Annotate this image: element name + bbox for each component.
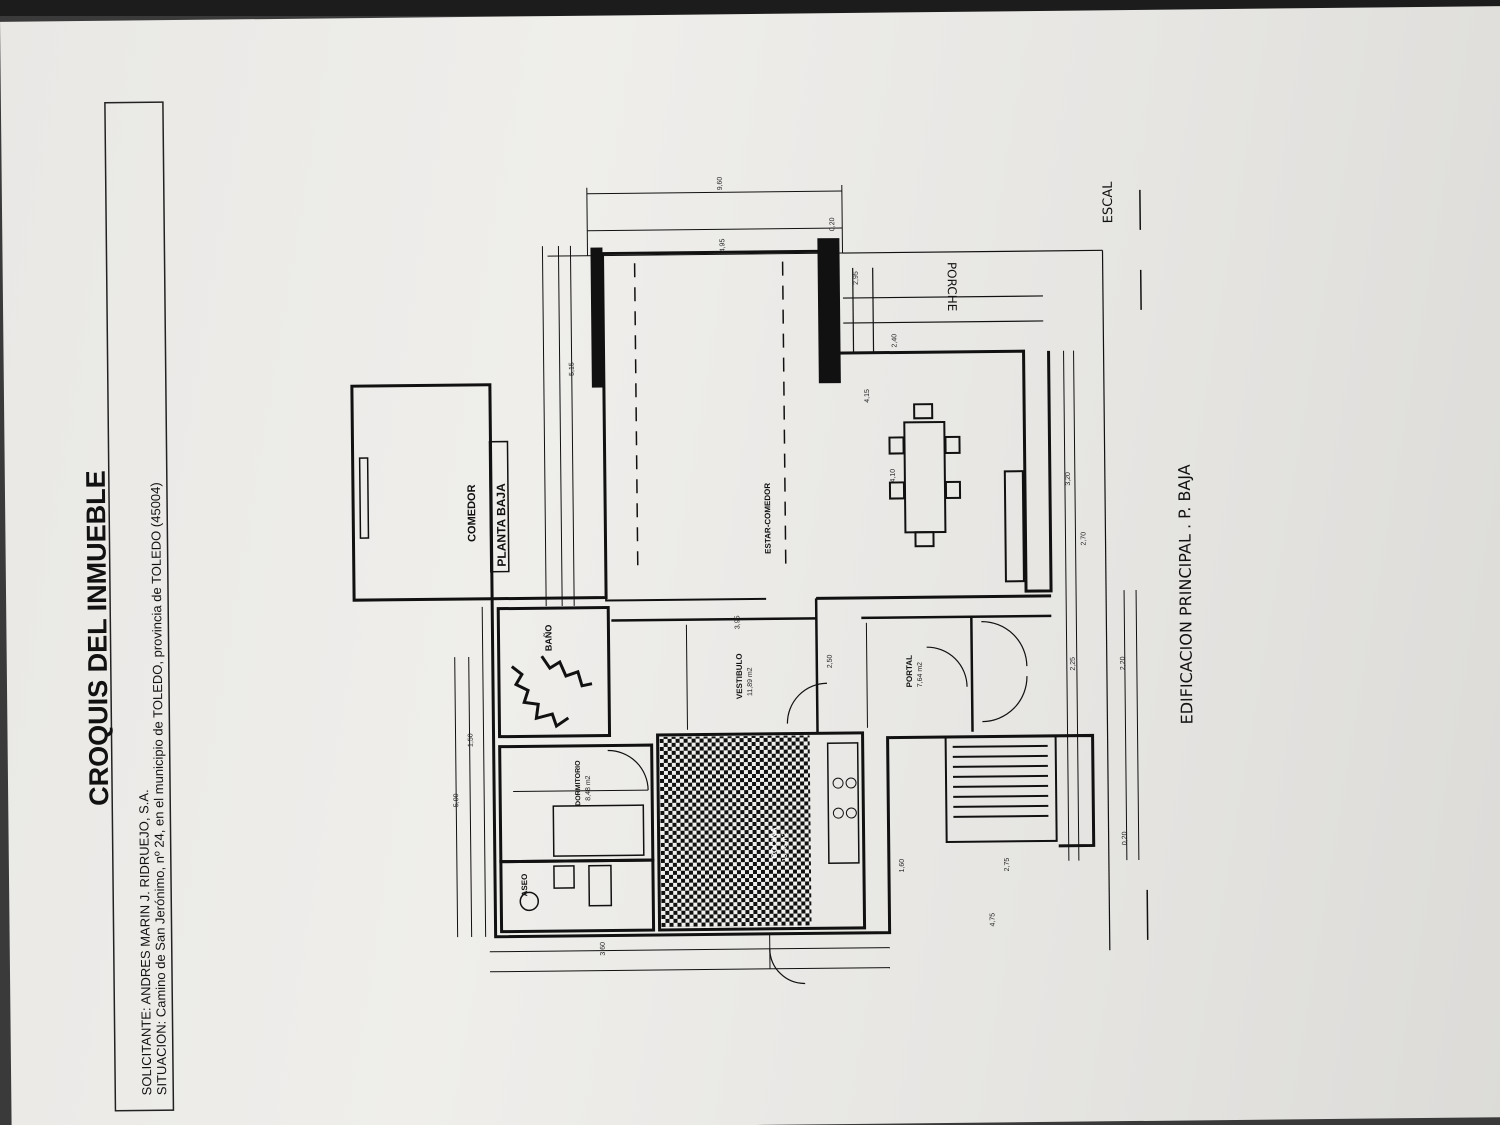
dim-1: 2,95 bbox=[853, 271, 860, 285]
dim-13: 2,75 bbox=[1004, 858, 1011, 872]
vestibulo-portal bbox=[611, 596, 1052, 736]
dim-10: 3,20 bbox=[1065, 472, 1072, 486]
dim-9: 2,50 bbox=[827, 654, 834, 668]
label-aseo: ASEO bbox=[520, 874, 529, 897]
label-cocina: COCINA bbox=[770, 827, 779, 859]
dim-4: 4,15 bbox=[864, 389, 871, 403]
dim-8: 3,95 bbox=[734, 615, 741, 629]
label-portal-area: 7,64 m2 bbox=[917, 662, 924, 687]
label-vestibulo-area: 11,89 m2 bbox=[747, 667, 754, 696]
dim-14: 5,00 bbox=[453, 793, 460, 807]
porche-area bbox=[843, 250, 1110, 953]
dim-7: 2,20 bbox=[1120, 656, 1127, 670]
right-dimensions bbox=[1062, 190, 1148, 941]
dim-top-mid: 4,95 bbox=[719, 239, 726, 253]
paper-sheet: CROQUIS DEL INMUEBLE SOLICITANTE: ANDRES… bbox=[0, 6, 1500, 1125]
pillar-right bbox=[817, 238, 841, 384]
dining-table bbox=[889, 403, 1024, 582]
solicitante-line: SOLICITANTE: ANDRES MARIN J. RIDRUEJO, S… bbox=[136, 789, 154, 1095]
left-dimensions bbox=[454, 603, 890, 988]
plan-title: PLANTA BAJA bbox=[494, 483, 509, 567]
stair bbox=[946, 736, 1057, 842]
label-portal: PORTAL bbox=[905, 655, 914, 687]
dim-12: 2,25 bbox=[1070, 657, 1077, 671]
comedor-window bbox=[360, 458, 369, 538]
label-vestibulo: VESTIBULO bbox=[735, 653, 744, 699]
floor-plan bbox=[350, 182, 1148, 988]
sheet-drawing: CROQUIS DEL INMUEBLE SOLICITANTE: ANDRES… bbox=[81, 101, 1197, 1112]
bano-block bbox=[498, 608, 609, 737]
dim-3: 2,40 bbox=[891, 334, 898, 348]
lower-outer-walls bbox=[492, 592, 1095, 936]
situacion-line: SITUACION: Camino de San Jerónimo, nº 24… bbox=[148, 482, 169, 1095]
dim-18: 1,60 bbox=[899, 859, 906, 873]
aseo-block bbox=[501, 860, 654, 932]
header-frame bbox=[104, 101, 175, 1112]
room-labels: COMEDOR PLANTA BAJA ESTAR-COMEDOR PORCHE… bbox=[466, 262, 960, 897]
label-comedor: COMEDOR bbox=[466, 484, 479, 542]
dim-19: 0,20 bbox=[1122, 831, 1129, 845]
top-dimensions bbox=[542, 185, 846, 606]
dim-11: 2,70 bbox=[1080, 532, 1087, 546]
label-estar-comedor: ESTAR-COMEDOR bbox=[763, 483, 773, 554]
planta-baja-box: PLANTA BAJA bbox=[488, 440, 510, 573]
pillar-left bbox=[590, 247, 604, 388]
dim-15: 1,50 bbox=[468, 733, 475, 747]
label-porche: PORCHE bbox=[945, 262, 960, 312]
cocina-block bbox=[658, 733, 865, 930]
escal-note: ESCAL bbox=[1101, 181, 1116, 224]
dim-top-total: 9,60 bbox=[717, 177, 724, 191]
dim-5: 5,15 bbox=[569, 362, 576, 376]
dim-6: 4,10 bbox=[890, 469, 897, 483]
dimension-labels: 9,60 4,95 2,95 0,20 2,40 4,15 5,15 4,10 … bbox=[453, 177, 1129, 956]
header-block: CROQUIS DEL INMUEBLE SOLICITANTE: ANDRES… bbox=[81, 101, 175, 1112]
comedor-walls bbox=[352, 385, 492, 600]
dim-2: 0,20 bbox=[829, 217, 836, 231]
label-dormitorio: DORMITORIO bbox=[575, 760, 582, 806]
label-cocina-area: 13,46 m2 bbox=[782, 832, 789, 861]
page-title: CROQUIS DEL INMUEBLE bbox=[81, 470, 115, 806]
estar-walls-top bbox=[489, 251, 827, 598]
label-dormitorio-area: 8,48 m2 bbox=[585, 775, 592, 800]
label-bano: BAÑO bbox=[543, 625, 553, 652]
dim-16: 4,75 bbox=[989, 913, 996, 927]
dim-17: 3,60 bbox=[600, 942, 607, 956]
footer-note: EDIFICACION PRINCIPAL . P. BAJA bbox=[1175, 464, 1197, 724]
